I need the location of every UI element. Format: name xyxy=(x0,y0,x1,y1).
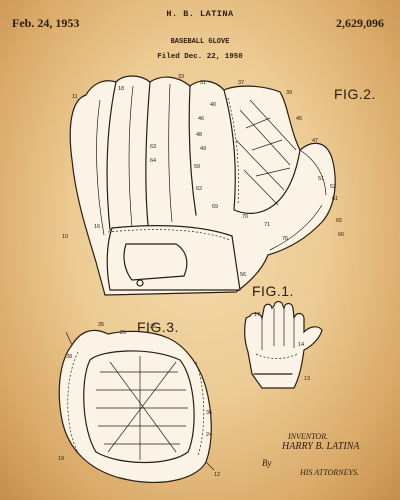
ref-13: 13 xyxy=(304,376,310,382)
ref-69: 69 xyxy=(212,204,218,210)
ref-49: 49 xyxy=(200,146,206,152)
ref-31: 31 xyxy=(200,80,206,86)
ref-10: 10 xyxy=(62,234,68,240)
ref-14: 14 xyxy=(298,342,304,348)
ref-66: 66 xyxy=(338,232,344,238)
ref-52: 52 xyxy=(330,184,336,190)
ref-39: 39 xyxy=(286,90,292,96)
fig1-label: FIG.1. xyxy=(252,283,294,299)
ref-51: 51 xyxy=(318,176,324,182)
ref-19: 19 xyxy=(58,456,64,462)
inventor-label: INVENTOR. xyxy=(288,432,329,441)
patent-date: Feb. 24, 1953 xyxy=(12,16,80,30)
ref-26: 26 xyxy=(150,324,156,330)
inventor-signature: HARRY B. LATINA xyxy=(282,441,360,452)
ref-56: 56 xyxy=(240,272,246,278)
by-label: By xyxy=(262,458,272,468)
ref-40: 40 xyxy=(210,102,216,108)
reference-numerals: 11 18 33 31 37 39 40 45 46 47 48 49 51 5… xyxy=(58,74,344,478)
ref-16: 16 xyxy=(94,224,100,230)
ref-63: 63 xyxy=(150,144,156,150)
ref-64: 64 xyxy=(150,158,156,164)
ref-59: 59 xyxy=(194,164,200,170)
ref-61: 61 xyxy=(332,196,338,202)
patent-title: BASEBALL GLOVE xyxy=(170,38,230,46)
ref-76: 76 xyxy=(282,236,288,242)
ref-48: 48 xyxy=(196,132,202,138)
patent-number: 2,629,096 xyxy=(336,16,384,30)
fig3-glove-drawing xyxy=(58,329,215,483)
fig1-glove-drawing xyxy=(244,300,323,389)
ref-38: 38 xyxy=(66,354,72,360)
ref-62: 62 xyxy=(196,186,202,192)
ref-33: 33 xyxy=(178,74,184,80)
fig2-label: FIG.2. xyxy=(334,86,376,102)
ref-45: 45 xyxy=(296,116,302,122)
ref-18: 18 xyxy=(118,86,124,92)
ref-36: 36 xyxy=(206,410,212,416)
fig2-glove-drawing xyxy=(69,75,336,296)
ref-11: 11 xyxy=(72,94,78,100)
fig3-label: FIG.3. xyxy=(137,319,179,335)
ref-37: 37 xyxy=(238,80,244,86)
ref-65: 65 xyxy=(336,218,342,224)
ref-12: 12 xyxy=(214,472,220,478)
ref-46: 46 xyxy=(198,116,204,122)
attorney-label: HIS ATTORNEYS. xyxy=(300,468,359,477)
ref-24: 24 xyxy=(206,432,212,438)
filed-date: Filed Dec. 22, 1950 xyxy=(157,53,243,61)
ref-47: 47 xyxy=(312,138,318,144)
ref-35: 35 xyxy=(98,322,104,328)
ref-25: 25 xyxy=(120,330,126,336)
inventor-header: H. B. LATINA xyxy=(166,9,234,19)
ref-17: 17 xyxy=(254,312,260,318)
ref-71: 71 xyxy=(264,222,270,228)
ref-70: 70 xyxy=(242,214,248,220)
